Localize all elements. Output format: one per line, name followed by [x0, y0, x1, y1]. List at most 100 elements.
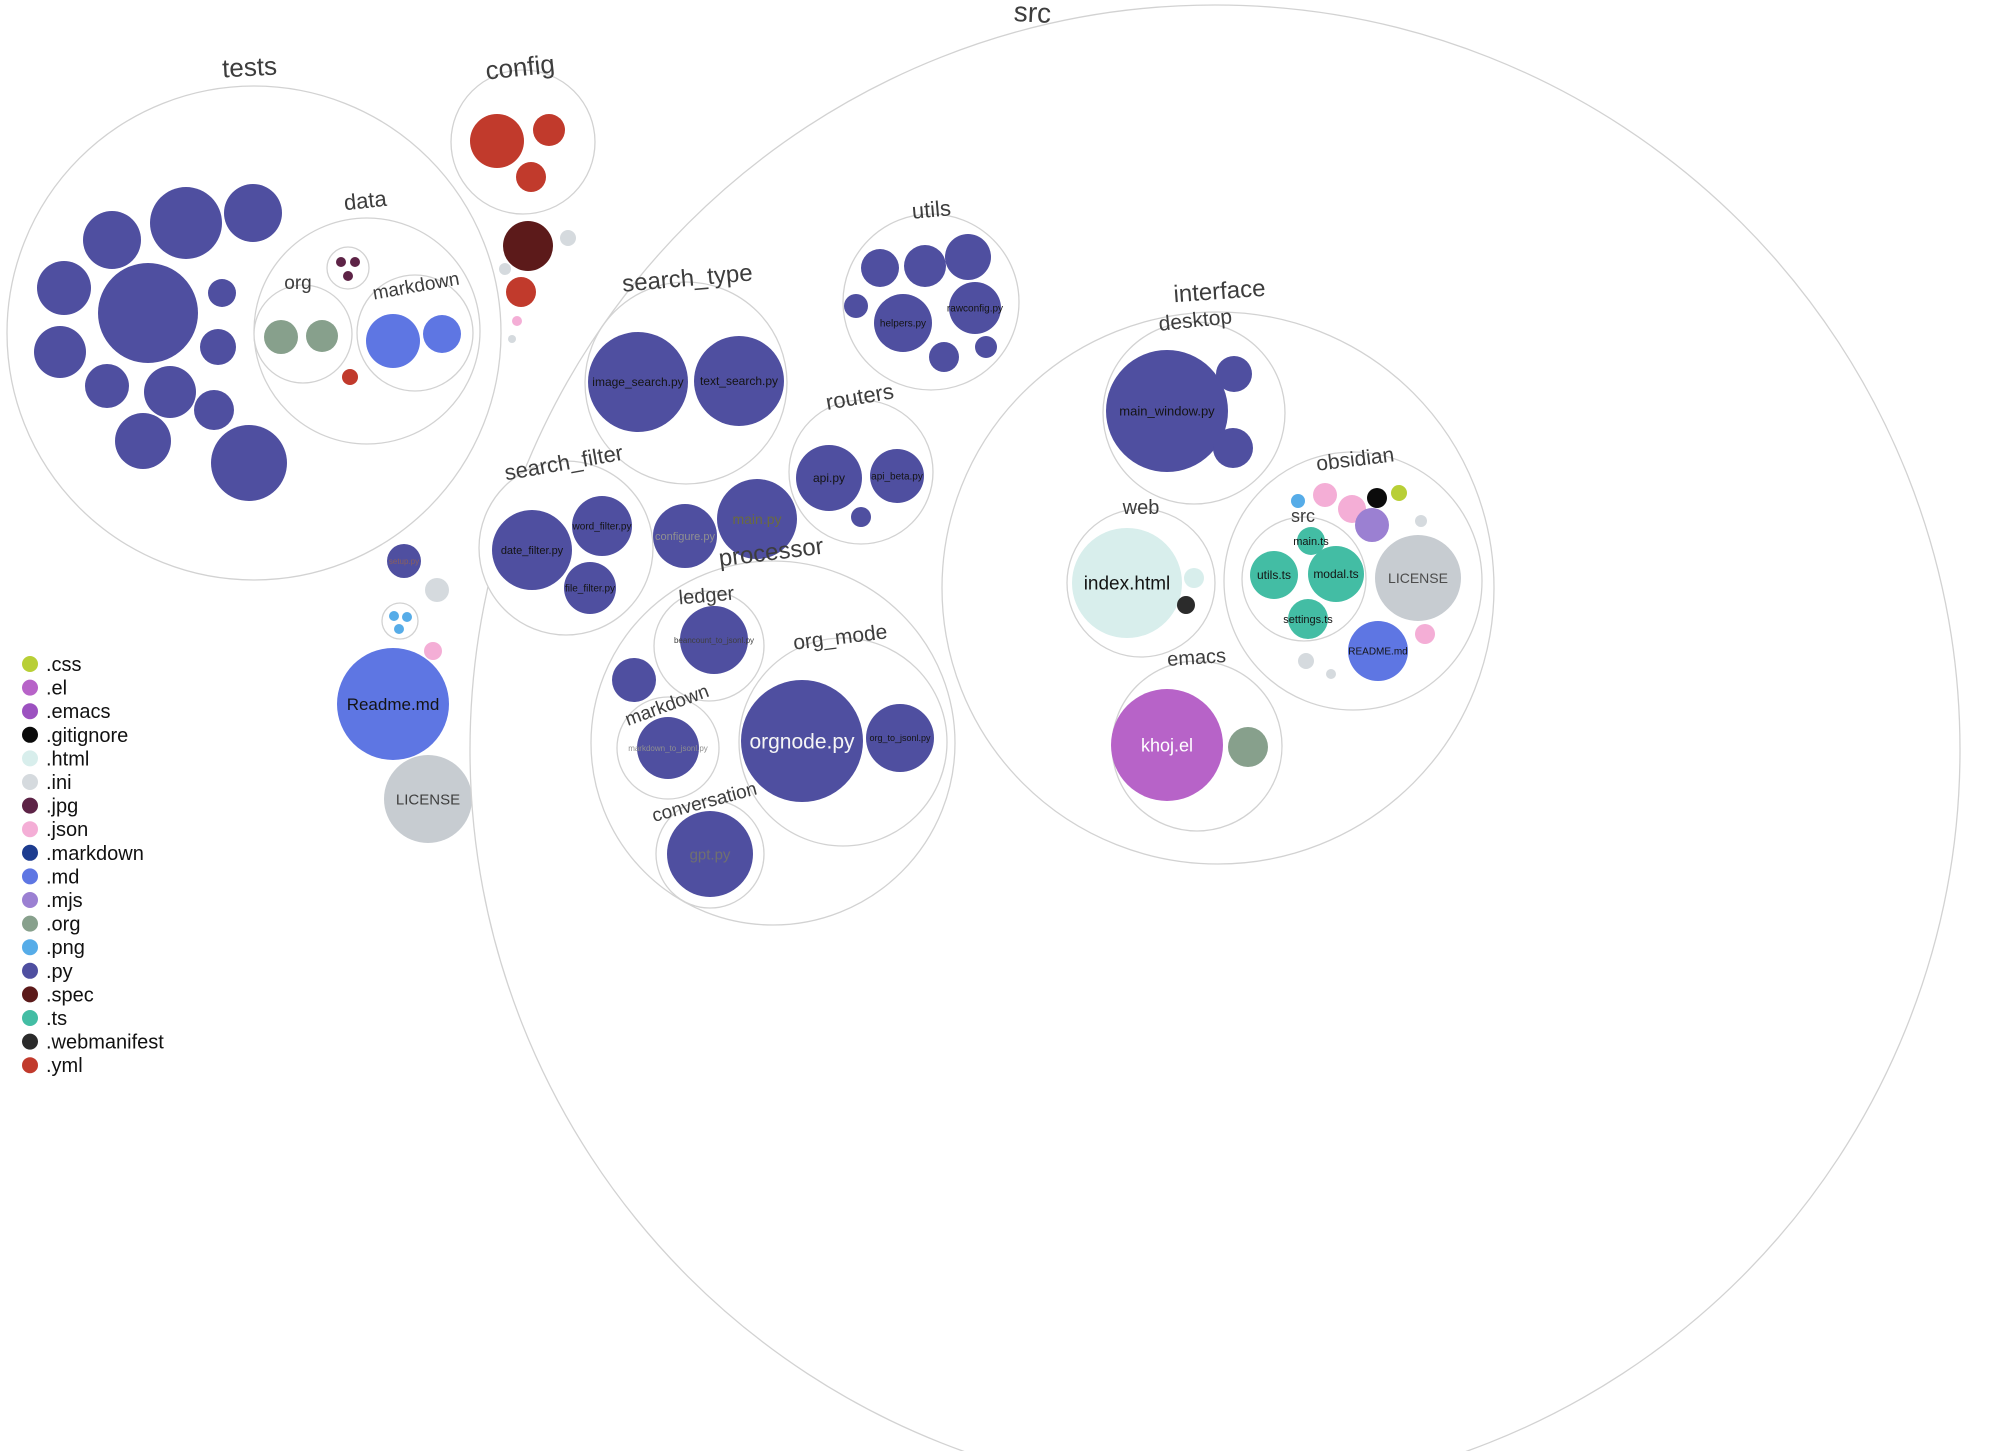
file-main-window-py [1106, 350, 1228, 472]
file-label-main-py: main.py [732, 511, 781, 527]
file-org-to-jsonl-py [866, 704, 934, 772]
folder-label-data: data [343, 186, 389, 215]
file-jpg-file [350, 257, 360, 267]
file-py-file [85, 364, 129, 408]
file-png-file [389, 611, 399, 621]
file-py-file [200, 329, 236, 365]
file-ini-file [499, 263, 511, 275]
file-py-file [861, 249, 899, 287]
folder-org [253, 284, 353, 384]
file-date-filter-py [492, 510, 572, 590]
file-yml-file [470, 114, 524, 168]
file-label-beancount-to-jsonl-py: beancount_to_jsonl.py [674, 636, 754, 645]
legend-swatch-html [22, 750, 38, 767]
file-py-file [144, 366, 196, 418]
file-helpers-py [874, 294, 932, 352]
file-text-search-py [694, 336, 784, 426]
file-label-modal-ts: modal.ts [1313, 567, 1358, 581]
file-yml-file [506, 277, 536, 307]
file-label-gpt-py: gpt.py [690, 846, 731, 863]
file-py-file [844, 294, 868, 318]
file-label-text-search-py: text_search.py [700, 374, 778, 388]
file-word-filter-py [572, 496, 632, 556]
folder-label-src: src [1291, 506, 1315, 526]
file-py-file [929, 342, 959, 372]
file-org-file [306, 320, 338, 352]
file-py-file [208, 279, 236, 307]
file-py-file [224, 184, 282, 242]
file-label-readme-md: Readme.md [347, 695, 440, 714]
file-license [1375, 535, 1461, 621]
legend-label-json: .json [46, 819, 88, 841]
file-label-main-window-py: main_window.py [1119, 404, 1215, 419]
legend-label-spec: .spec [46, 984, 94, 1006]
legend-label-ini: .ini [46, 772, 72, 794]
file-beancount-to-jsonl-py [680, 606, 748, 674]
folder-label-utils: utils [911, 195, 952, 223]
file-setup-py [387, 544, 421, 578]
file-orgnode-py [741, 680, 863, 802]
legend-label-mjs: .mjs [46, 890, 83, 912]
file-py-file [904, 245, 946, 287]
file-gitignore-file [1367, 488, 1387, 508]
legend-label-png: .png [46, 937, 85, 959]
file-py-file [851, 507, 871, 527]
file-py-file [37, 261, 91, 315]
file-ini-file [425, 578, 449, 602]
file-yml-file [533, 114, 565, 146]
file-label-khoj-el: khoj.el [1141, 735, 1193, 755]
file-py-file [115, 413, 171, 469]
file-py-file [211, 425, 287, 501]
legend-label-md: .md [46, 866, 79, 888]
file-main-ts [1297, 527, 1325, 555]
legend-swatch-emacs [22, 703, 38, 720]
file-spec-file [503, 221, 553, 271]
legend-swatch-gitignore [22, 726, 38, 743]
legend-label-ts: .ts [46, 1008, 67, 1030]
file-modal-ts [1308, 546, 1364, 602]
file-css-file [1391, 485, 1407, 501]
file-label-license: LICENSE [1388, 570, 1448, 586]
legend-swatch-json [22, 821, 38, 838]
file-configure-py [653, 504, 717, 568]
folder-label-interface: interface [1173, 275, 1267, 308]
file-ini-file [1415, 515, 1427, 527]
file-api-beta-py [870, 449, 924, 503]
folder-folder [326, 246, 370, 290]
file-py-file [612, 658, 656, 702]
file-py-file [1213, 428, 1253, 468]
legend-label-html: .html [46, 748, 89, 770]
file-png-file [394, 624, 404, 634]
file-label-main-ts: main.ts [1293, 536, 1329, 548]
legend-swatch-spec [22, 986, 38, 1003]
file-html-file [1184, 568, 1204, 588]
file-json-file [1415, 624, 1435, 644]
file-label-date-filter-py: date_filter.py [501, 545, 564, 557]
legend-swatch-el [22, 679, 38, 696]
folder-interface [941, 311, 1495, 865]
legend-label-jpg: .jpg [46, 796, 78, 818]
file-label-license: LICENSE [396, 791, 460, 808]
file-label-configure-py: configure.py [655, 531, 715, 543]
file-png-file [402, 612, 412, 622]
legend-label-emacs: .emacs [46, 701, 110, 723]
file-py-file [975, 336, 997, 358]
folder-label-config: config [484, 49, 556, 86]
file-label-rawconfig-py: rawconfig.py [947, 304, 1003, 315]
file-py-file [945, 234, 991, 280]
file-org-file [264, 320, 298, 354]
file-ini-file [1326, 669, 1336, 679]
file-main-py [717, 479, 797, 559]
legend-swatch-org [22, 915, 38, 932]
file-md-file [366, 314, 420, 368]
legend-swatch-mjs [22, 892, 38, 908]
file-json-file [424, 642, 442, 660]
file-json-file [512, 316, 522, 326]
file-png-file [1291, 494, 1305, 508]
file-utils-ts [1250, 551, 1298, 599]
legend-swatch-css [22, 656, 38, 672]
file-mjs-file [1355, 508, 1389, 542]
file-jpg-file [343, 271, 353, 281]
